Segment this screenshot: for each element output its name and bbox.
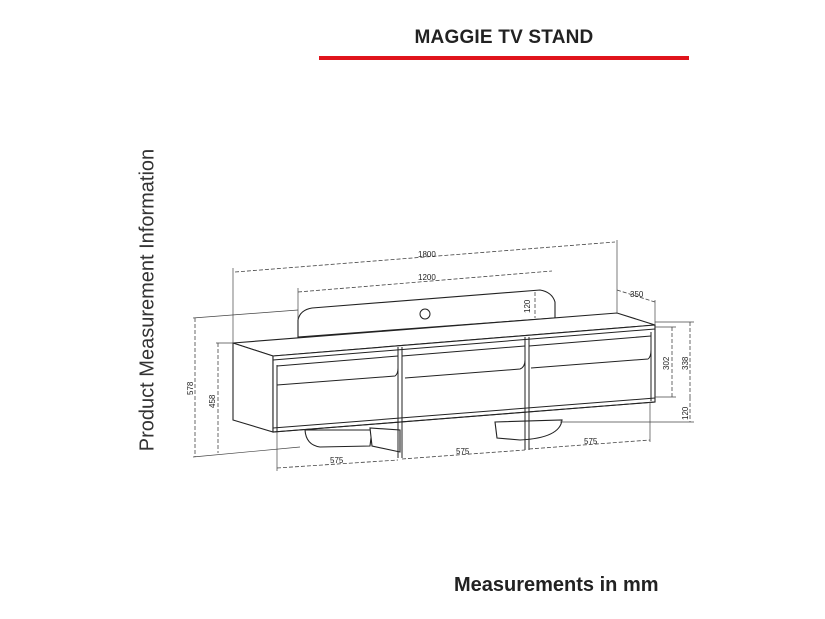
backboard (297, 289, 556, 338)
dim-line-1800 (234, 241, 616, 273)
dim-302: 302 (662, 356, 671, 370)
left-leg (304, 429, 373, 448)
units-note: Measurements in mm (454, 574, 659, 596)
title-underline (319, 56, 689, 60)
dim-line-1200 (297, 270, 553, 293)
dim-1200: 1200 (418, 273, 436, 282)
dim-575-middle: 575 (456, 447, 470, 456)
dim-350: 350 (630, 290, 644, 299)
dim-120-backboard: 120 (523, 299, 532, 313)
divider-left (397, 347, 403, 458)
page-title: MAGGIE TV STAND (414, 27, 594, 48)
dim-578: 578 (186, 381, 195, 395)
dim-575-left: 575 (330, 456, 344, 465)
cable-hole (419, 308, 431, 320)
dim-338: 338 (681, 356, 690, 370)
dim-575-right: 575 (584, 437, 598, 446)
dim-120-leg: 120 (681, 406, 690, 420)
dim-458: 458 (208, 394, 217, 408)
drawer-right (528, 335, 652, 369)
left-side-panel (232, 342, 274, 433)
drawer-middle (401, 345, 526, 379)
mid-leg-left (369, 427, 401, 453)
divider-right (524, 337, 530, 450)
drawer-left (276, 355, 399, 386)
dim-1800: 1800 (418, 250, 436, 259)
